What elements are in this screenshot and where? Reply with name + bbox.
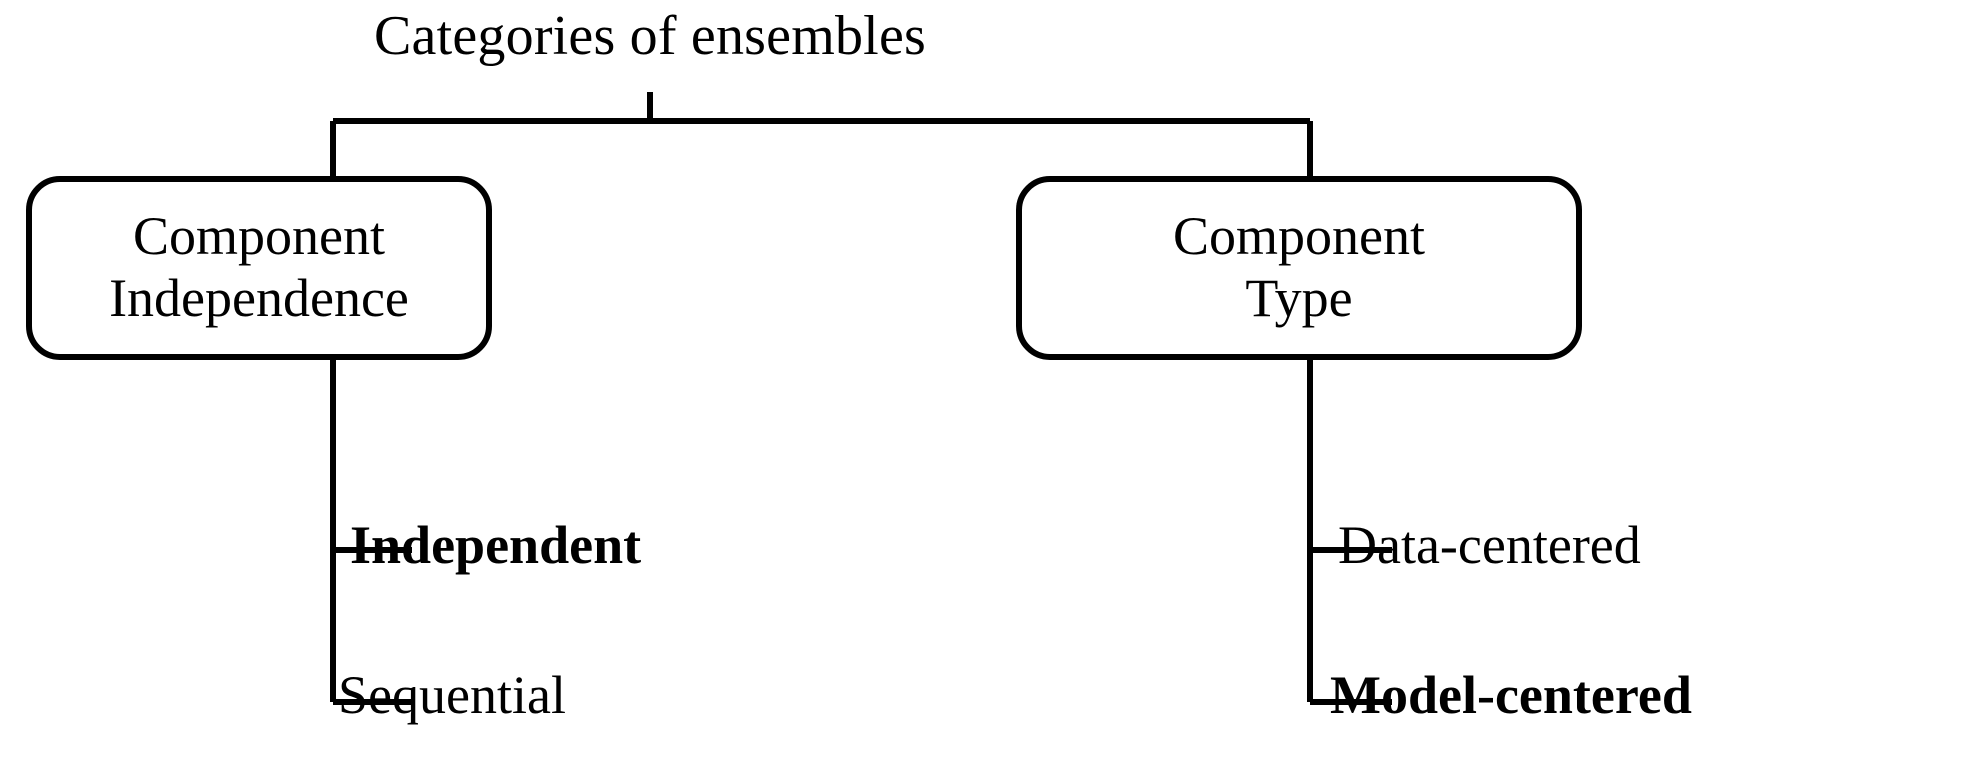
node-component-independence[interactable]: Component Independence [26,176,492,360]
leaf-sequential[interactable]: Sequential [338,665,566,725]
diagram-title: Categories of ensembles [374,5,926,67]
node-component-type[interactable]: Component Type [1016,176,1582,360]
node-label-line-2: Type [1245,268,1353,328]
node-label-line-1: Component [133,206,385,267]
leaf-data-centered[interactable]: Data-centered [1338,515,1641,575]
node-label-line-2: Independence [109,268,409,328]
leaf-model-centered[interactable]: Model-centered [1330,665,1692,725]
leaf-independent[interactable]: Independent [350,515,642,575]
node-label-line-1: Component [1173,206,1425,267]
